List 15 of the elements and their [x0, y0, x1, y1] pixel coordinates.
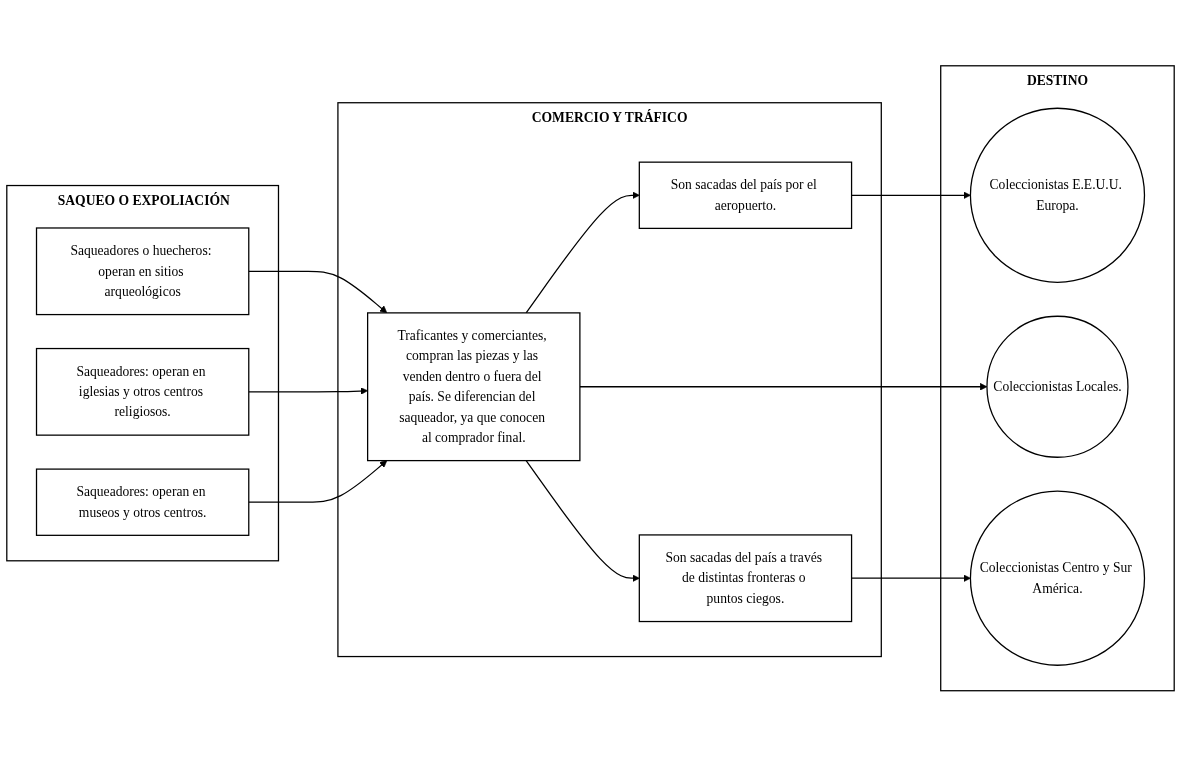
node-box: Son sacadas del país a través de distintas fronteras o puntos ciegos. [638, 534, 853, 623]
node-box: Traficantes y comerciantes, compran las piezas y las venden dentro o fuera del país. Se diferencian del saqueador, ya que conocen al comprador final. [367, 312, 581, 462]
arrow [248, 387, 368, 395]
node-box: Saqueadores o huecheros: operan en sitios arqueológicos [35, 227, 250, 316]
node-box: Son sacadas del país por el aeropuerto. [638, 161, 853, 230]
arrow [525, 460, 640, 583]
node-circle: Coleccionistas Centro y Sur América. [969, 490, 1146, 667]
node-circle: Coleccionistas Locales. [986, 315, 1129, 459]
arrow [248, 270, 388, 314]
node-circle: Coleccionistas E.E.U.U. Europa. [969, 107, 1146, 284]
arrow [248, 460, 388, 504]
arrow [525, 191, 640, 314]
node-box: Saqueadores: operan en iglesias y otros centros religiosos. [35, 348, 250, 436]
arrow [579, 383, 988, 391]
node-box: Saqueadores: operan en museos y otros centros. [35, 468, 250, 537]
